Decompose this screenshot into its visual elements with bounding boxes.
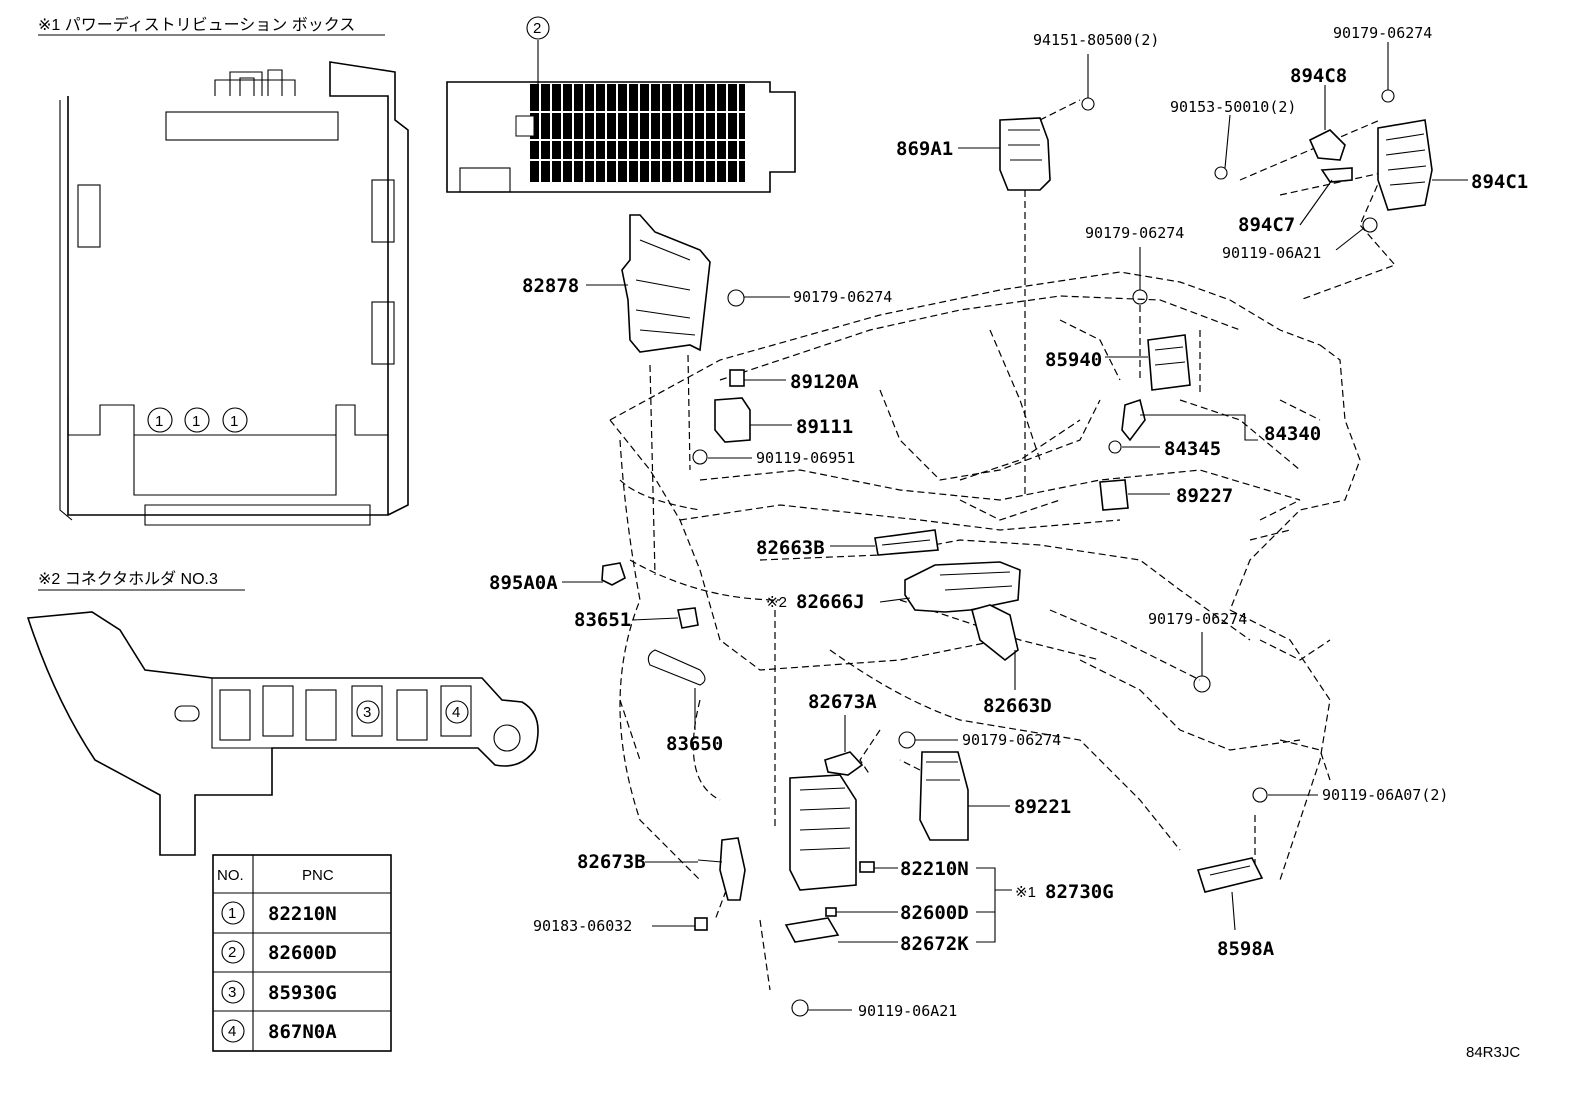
part-82673A — [824, 731, 916, 776]
label-82210N: 82210N — [900, 858, 969, 880]
label-note-2: ※2 — [766, 594, 787, 611]
clip-90179-lower — [1193, 675, 1211, 693]
label-90153: 90153-50010(2) — [1170, 98, 1296, 116]
part-869A1 — [999, 97, 1095, 191]
table-row-4-no: 4 — [228, 1023, 236, 1040]
part-89120A — [729, 369, 745, 387]
inset1-mark-b: 1 — [192, 413, 200, 430]
part-89227 — [1099, 479, 1129, 511]
label-90179-e: 90179-06274 — [962, 731, 1061, 749]
label-869A1: 869A1 — [896, 138, 953, 160]
table-row-1-no: 1 — [228, 905, 236, 922]
part-89111 — [692, 397, 751, 465]
label-82878: 82878 — [522, 275, 579, 297]
label-90179-b: 90179-06274 — [1085, 224, 1184, 242]
inset2-mark-4: 4 — [452, 704, 460, 721]
table-row-3-pnc: 85930G — [268, 982, 337, 1004]
table-header-no: NO. — [217, 867, 244, 884]
label-89221: 89221 — [1014, 796, 1071, 818]
label-83651: 83651 — [574, 609, 631, 631]
label-895A0A: 895A0A — [489, 572, 558, 594]
label-85940: 85940 — [1045, 349, 1102, 371]
part-82673B — [694, 837, 809, 1017]
part-82730G — [784, 774, 875, 943]
label-82666J: 82666J — [796, 591, 865, 613]
label-82673A: 82673A — [808, 691, 877, 713]
inset2-mark-3: 3 — [363, 704, 371, 721]
label-90183: 90183-06032 — [533, 917, 632, 935]
part-82878 — [621, 214, 745, 353]
label-94151: 94151-80500(2) — [1033, 31, 1159, 49]
label-89227: 89227 — [1176, 485, 1233, 507]
label-82600D: 82600D — [900, 902, 969, 924]
label-84345: 84345 — [1164, 438, 1221, 460]
part-82663D — [971, 604, 1019, 662]
part-82666J — [904, 561, 1021, 613]
table-row-2-pnc: 82600D — [268, 942, 337, 964]
table-header-pnc: PNC — [302, 867, 334, 884]
table-row-4-pnc: 867N0A — [268, 1021, 337, 1043]
label-894C7: 894C7 — [1238, 214, 1295, 236]
part-labels: 94151-80500(2) 90179-06274 894C8 90153-5… — [489, 24, 1528, 1061]
label-90179-c: 90179-06274 — [793, 288, 892, 306]
label-82730G: 82730G — [1045, 881, 1114, 903]
part-85940 — [1132, 289, 1191, 391]
label-82673B: 82673B — [577, 851, 646, 873]
label-90179-d: 90179-06274 — [1148, 610, 1247, 628]
label-90179-a: 90179-06274 — [1333, 24, 1432, 42]
mark-2-top: 2 — [533, 20, 541, 37]
label-90119-b: 90119-06951 — [756, 449, 855, 467]
label-82672K: 82672K — [900, 933, 969, 955]
label-8598A: 8598A — [1217, 938, 1275, 960]
label-82663B: 82663B — [756, 537, 825, 559]
part-82663B — [874, 529, 939, 556]
part-83650 — [647, 649, 706, 686]
label-89120A: 89120A — [790, 371, 859, 393]
connector-block-2: 2 — [446, 16, 796, 193]
part-895A0A — [601, 562, 626, 586]
label-83650: 83650 — [666, 733, 723, 755]
label-note-1: ※1 — [1015, 884, 1036, 901]
part-8598A — [1196, 787, 1268, 893]
label-894C8: 894C8 — [1290, 65, 1347, 87]
label-82663D: 82663D — [983, 695, 1052, 717]
fuse-grid — [515, 84, 745, 182]
pnc-table: NO. PNC 1 2 3 4 82210N 82600D 85930G 867… — [212, 854, 392, 1052]
illustration-code: 84R3JC — [1466, 1044, 1520, 1061]
inset1-mark-a: 1 — [155, 413, 163, 430]
inset1-title: ※1 パワーディストリビューション ボックス — [38, 15, 355, 34]
label-89111: 89111 — [796, 416, 853, 438]
label-90119-a: 90119-06A21 — [1222, 244, 1321, 262]
table-row-1-pnc: 82210N — [268, 903, 337, 925]
inset-power-distribution-box: ※1 パワーディストリビューション ボックス 1 1 1 — [38, 15, 409, 526]
part-83651 — [677, 607, 699, 629]
inset2-title: ※2 コネクタホルダ NO.3 — [38, 570, 218, 588]
label-894C1: 894C1 — [1471, 171, 1528, 193]
label-90119-c: 90119-06A07(2) — [1322, 786, 1448, 804]
part-84340 — [1108, 398, 1146, 454]
table-row-2-no: 2 — [228, 944, 236, 961]
part-894C1 — [1214, 89, 1433, 233]
label-90119-d: 90119-06A21 — [858, 1002, 957, 1020]
table-row-3-no: 3 — [228, 984, 236, 1001]
leader-lines — [562, 42, 1468, 1011]
inset1-mark-c: 1 — [230, 413, 238, 430]
instrument-panel — [609, 99, 1397, 991]
part-89221 — [919, 751, 969, 841]
label-84340: 84340 — [1264, 423, 1321, 445]
inset-connector-holder: ※2 コネクタホルダ NO.3 3 4 — [26, 570, 539, 856]
